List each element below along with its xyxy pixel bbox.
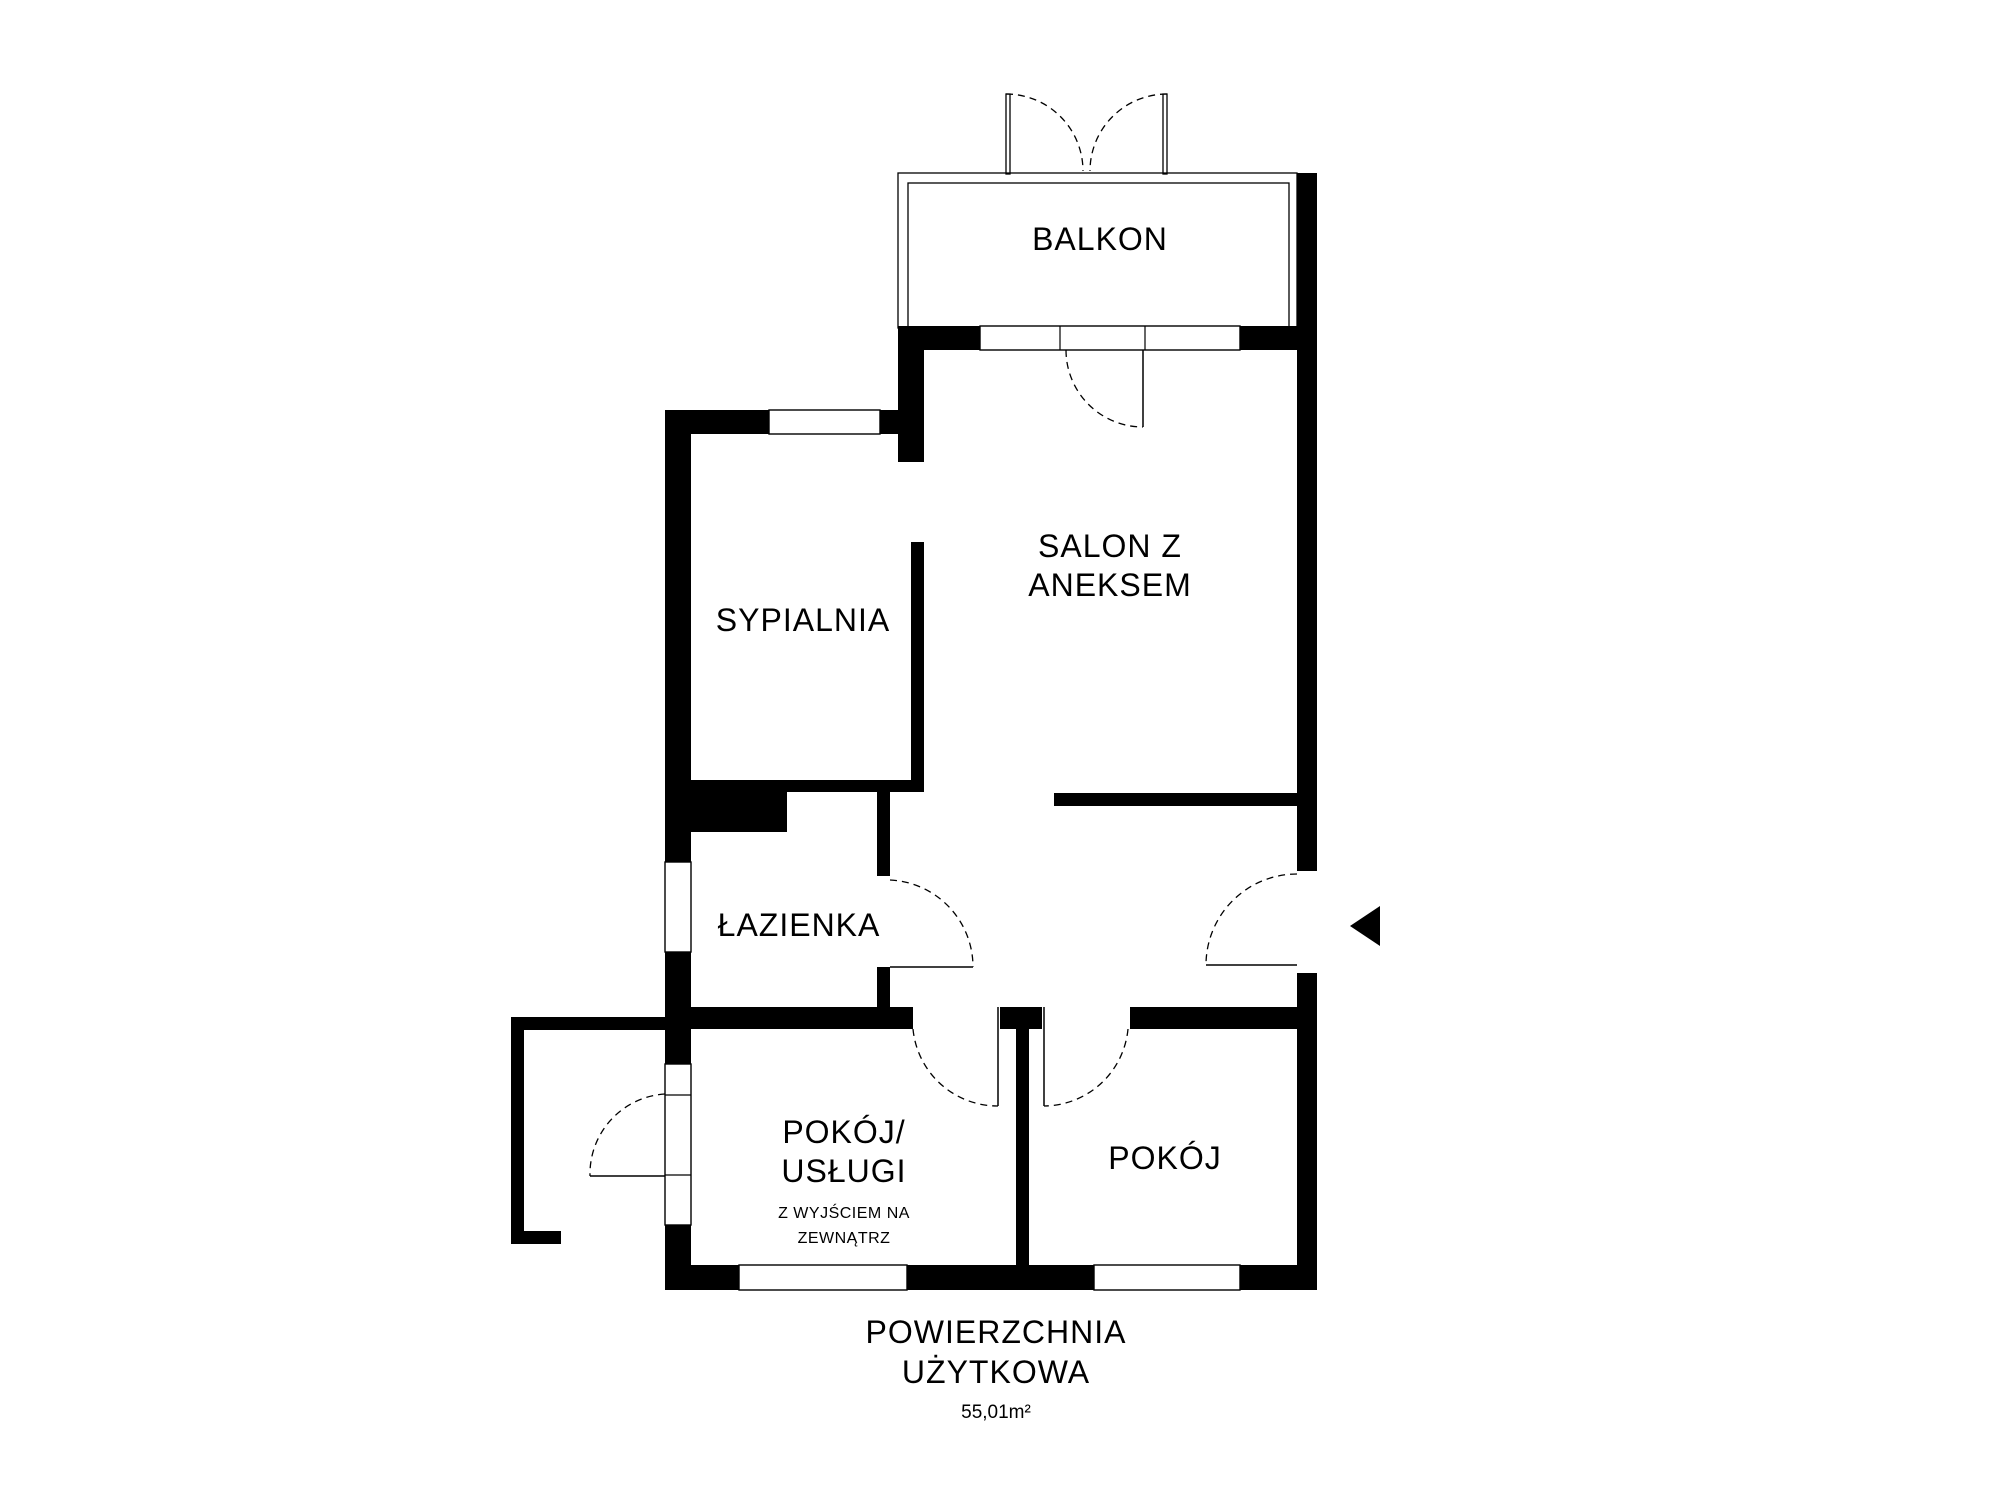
- room-label-salon-line1: SALON Z: [1038, 528, 1182, 564]
- room-label-lazienka: ŁAZIENKA: [718, 907, 881, 943]
- area-label-line1: POWIERZCHNIA: [866, 1314, 1127, 1350]
- wall-external-top: [511, 1017, 691, 1030]
- room-label-sypialnia: SYPIALNIA: [716, 602, 890, 638]
- window-bathroom: [664, 861, 692, 953]
- wall-corridor-bottom-right: [1130, 1007, 1317, 1029]
- wall-bathroom-bottom: [665, 1007, 913, 1029]
- wall-bottom-left: [665, 1265, 739, 1290]
- bathroom-door-swing: [889, 879, 974, 968]
- service-exterior-door-swing: [589, 1093, 666, 1177]
- window-service-room-bottom: [738, 1264, 908, 1291]
- window-service-room-side: [664, 1063, 692, 1226]
- room-label-pokoj: POKÓJ: [1108, 1140, 1221, 1176]
- installation-shaft: [665, 792, 787, 832]
- wall-bottom-middle: [907, 1265, 1094, 1290]
- balcony-door-frame-right: [1162, 93, 1168, 175]
- wall-right-lower: [1297, 973, 1317, 1290]
- room-note-line1: Z WYJŚCIEM NA: [778, 1203, 910, 1222]
- room-label-balkon: BALKON: [1032, 221, 1168, 257]
- window-room-bottom: [1093, 1264, 1241, 1291]
- window-bedroom: [768, 409, 881, 435]
- wall-bathroom-right-lower: [877, 967, 890, 1017]
- room-labels: BALKON SALON Z ANEKSEM SYPIALNIA ŁAZIENK…: [716, 221, 1221, 1247]
- wall-kitchen-partition: [1054, 793, 1297, 806]
- area-summary: POWIERZCHNIA UŻYTKOWA 55,01m²: [866, 1314, 1127, 1423]
- windows: [664, 325, 1241, 1291]
- wall-bedroom-bottom: [665, 780, 924, 792]
- balcony: [897, 93, 1298, 329]
- wall-bottom-right: [1240, 1265, 1317, 1290]
- balcony-door-swing-left: [1005, 93, 1084, 172]
- room-note-line2: ZEWNĄTRZ: [798, 1230, 891, 1247]
- entrance-door-swing: [1205, 873, 1298, 966]
- walls: [511, 173, 1317, 1290]
- room-door-swing: [1043, 1028, 1129, 1107]
- wall-living-left-upper: [898, 326, 924, 462]
- wall-rooms-partition: [1016, 1007, 1029, 1290]
- wall-right-upper: [1297, 173, 1317, 871]
- room-label-salon-line2: ANEKSEM: [1028, 567, 1191, 603]
- room-label-pokoj-uslugi-line1: POKÓJ/: [782, 1114, 905, 1150]
- living-balcony-door-swing: [1065, 349, 1144, 428]
- wall-bedroom-top-right: [880, 410, 924, 434]
- service-room-door-swing: [912, 1028, 999, 1107]
- area-label-line2: UŻYTKOWA: [902, 1354, 1090, 1390]
- wall-living-top-right: [1240, 326, 1317, 350]
- wall-external-foot: [511, 1231, 561, 1244]
- wall-bathroom-right-upper: [877, 792, 890, 876]
- window-living-room: [979, 325, 1241, 351]
- room-label-pokoj-uslugi-line2: USŁUGI: [781, 1153, 906, 1189]
- area-value: 55,01m²: [961, 1402, 1031, 1423]
- wall-external-left: [511, 1017, 524, 1244]
- wall-bedroom-living-partition: [911, 542, 924, 792]
- balcony-door-swing-right: [1089, 93, 1168, 172]
- balcony-door-frame-left: [1005, 93, 1011, 175]
- entrance-arrow-icon: [1350, 906, 1380, 946]
- doors: [589, 349, 1298, 1177]
